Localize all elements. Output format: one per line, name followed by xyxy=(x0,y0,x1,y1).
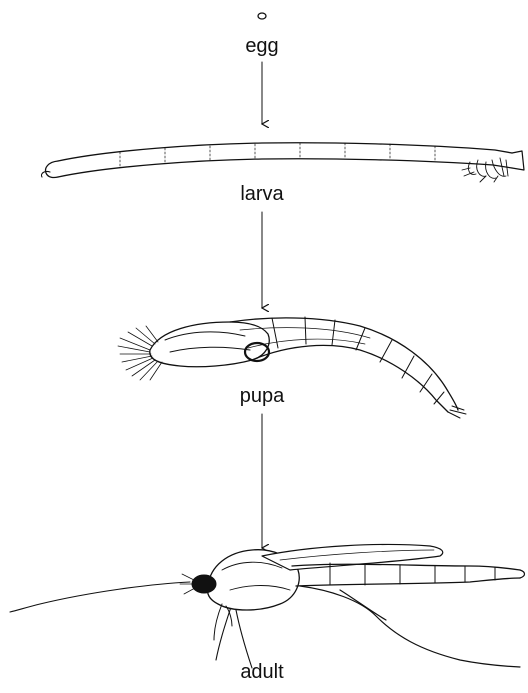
adult-label: adult xyxy=(240,661,284,683)
egg-illustration xyxy=(258,13,266,19)
pupa-illustration xyxy=(118,317,466,418)
adult-illustration xyxy=(10,544,525,668)
pupa-label: pupa xyxy=(240,385,285,407)
larva-illustration xyxy=(41,143,524,182)
larva-label: larva xyxy=(240,183,284,205)
egg-label: egg xyxy=(245,35,278,57)
